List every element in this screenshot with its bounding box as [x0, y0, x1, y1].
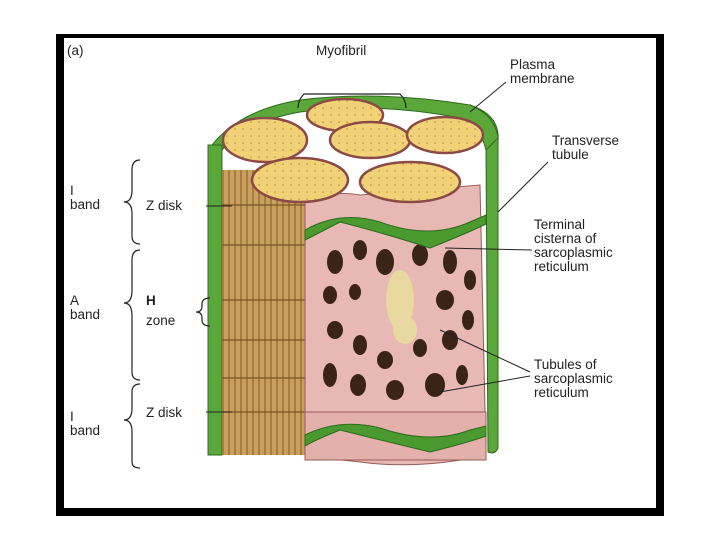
panel-label: (a) [67, 43, 84, 58]
terminal-cisterna-label: Terminal cisterna of sarcoplasmic reticu… [534, 217, 613, 274]
plasma-membrane-left [207, 144, 223, 456]
i-band-bottom-label: I band [70, 409, 101, 438]
transverse-tubule-top [304, 214, 487, 249]
h-zone-zone-label: zone [146, 313, 176, 328]
i-band-top-label: I band [70, 183, 101, 212]
plasma-membrane-label: Plasma membrane [510, 57, 575, 86]
transverse-tubule-label: Transverse tubule [552, 133, 620, 162]
reticulum-network [323, 240, 476, 400]
tubules-sr-label: Tubules of sarcoplasmic reticulum [534, 357, 613, 400]
myofibril-label: Myofibril [316, 43, 367, 58]
z-disk-bottom-label: Z disk [146, 405, 183, 420]
myofibril-striations [222, 170, 312, 455]
band-braces [123, 93, 407, 469]
z-disk-top-label: Z disk [146, 198, 183, 213]
label-pointers [206, 81, 549, 413]
a-band-label: A band [70, 293, 101, 322]
h-zone-h-label: H [146, 293, 156, 308]
myofibril-cross-sections [221, 97, 485, 204]
band-lines [222, 204, 312, 413]
transverse-tubule-bottom [304, 423, 487, 453]
